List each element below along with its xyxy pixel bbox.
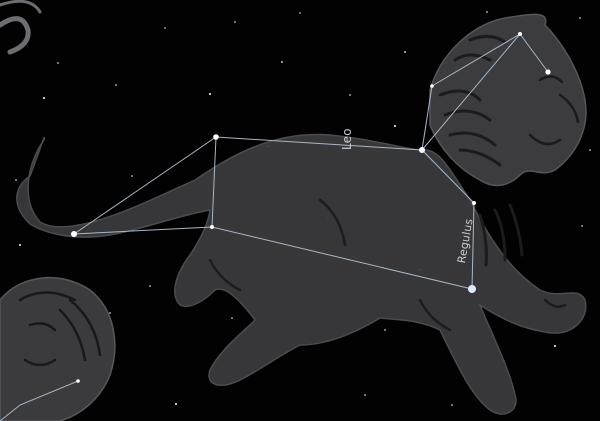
leo-figure xyxy=(16,13,587,415)
star-eta-leo xyxy=(472,201,476,205)
constellation-stars xyxy=(71,32,551,383)
star-adhafera xyxy=(430,84,434,88)
star-rasalas xyxy=(518,32,522,36)
star-denebola xyxy=(71,231,77,237)
cancer-figure-fragment xyxy=(0,0,42,55)
star-virgo xyxy=(76,379,80,383)
star-algenubi xyxy=(545,69,551,75)
star-zosma xyxy=(213,134,219,140)
virgo-figure-fragment xyxy=(0,277,116,421)
star-chertan xyxy=(210,225,214,229)
star-regulus xyxy=(468,285,476,293)
constellation-label-leo: Leo xyxy=(340,128,354,150)
star-algieba xyxy=(419,147,425,153)
